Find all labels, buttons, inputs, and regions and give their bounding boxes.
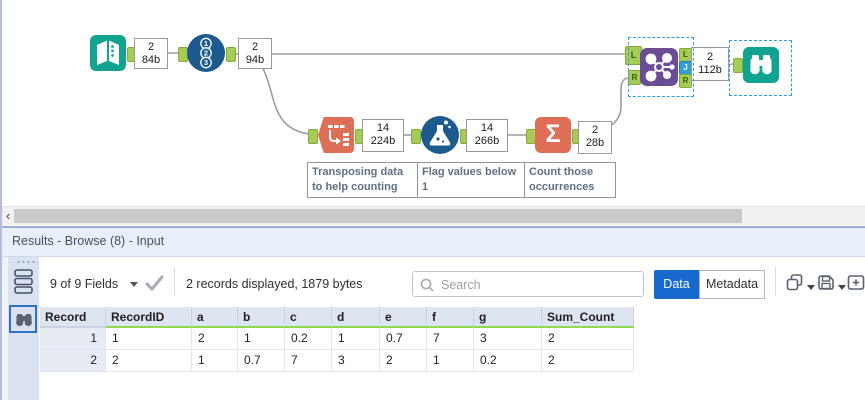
tool-input-data[interactable] [90, 35, 126, 71]
binoculars-icon [16, 314, 32, 327]
caption-formula[interactable]: Flag values below 1 [417, 162, 525, 198]
cell[interactable]: 2 [542, 328, 634, 350]
svg-text:3: 3 [204, 58, 208, 67]
save-dropdown-button[interactable] [816, 273, 846, 297]
annotation-input[interactable]: 2 84b [134, 38, 168, 69]
transpose-input-anchor[interactable] [308, 129, 318, 144]
scrollbar-left-arrow-icon[interactable]: ‹ [6, 208, 11, 223]
cell[interactable]: 7 [427, 328, 474, 350]
metadata-tab-button[interactable]: Metadata [699, 270, 765, 299]
annotation-transpose[interactable]: 14 224b [362, 119, 404, 152]
cell[interactable]: 2 [192, 328, 238, 350]
results-title: Results - Browse (8) - Input [12, 234, 165, 248]
summarize-sigma-icon: Σ [545, 120, 561, 148]
cell[interactable]: 2 [542, 350, 634, 372]
annotation-record-id[interactable]: 2 94b [238, 38, 272, 69]
column-header[interactable]: e [380, 307, 427, 328]
table-header-row: Record RecordID a b c d e f g Sum_Count [40, 307, 634, 328]
formula-input-anchor[interactable] [411, 129, 421, 144]
column-header[interactable]: f [427, 307, 474, 328]
table-row: 1 1 2 1 0.2 1 0.7 7 3 2 [40, 328, 634, 350]
tool-summarize[interactable]: Σ [535, 117, 571, 153]
column-header[interactable]: g [474, 307, 542, 328]
formula-flask-icon [429, 120, 451, 146]
browse-input-anchor[interactable] [733, 58, 743, 73]
search-icon [420, 278, 434, 292]
tool-formula[interactable] [421, 116, 459, 154]
results-sidebar [8, 257, 39, 400]
transpose-icon [328, 125, 349, 146]
cell[interactable]: 2 [380, 350, 427, 372]
new-window-icon [847, 275, 865, 290]
input-data-book-icon [97, 40, 119, 65]
column-header[interactable]: Sum_Count [542, 307, 634, 328]
caption-transpose[interactable]: Transposing data to help counting [307, 162, 419, 198]
results-table: Record RecordID a b c d e f g Sum_Count … [40, 307, 634, 372]
save-caret-icon [838, 285, 846, 291]
tool-browse[interactable] [743, 47, 779, 83]
cell[interactable]: 1 [192, 350, 238, 372]
cell[interactable]: 1 [106, 328, 192, 350]
table-view-icon[interactable] [14, 269, 34, 300]
annotation-join[interactable]: 2 112b [691, 47, 729, 81]
toolbar-separator-2 [775, 267, 776, 295]
profile-binoculars-button[interactable] [9, 305, 37, 333]
cell[interactable]: 3 [474, 328, 542, 350]
cell[interactable]: 7 [285, 350, 332, 372]
svg-text:2: 2 [204, 49, 208, 58]
fields-caret-icon [129, 282, 138, 288]
cell[interactable]: 2 [40, 350, 106, 372]
cell[interactable]: 1 [40, 328, 106, 350]
record-id-numbers-icon: 1 2 3 [200, 37, 212, 69]
canvas-horizontal-scrollbar[interactable]: ‹ [2, 206, 865, 225]
cell[interactable]: 2 [106, 350, 192, 372]
annotation-formula[interactable]: 14 266b [466, 119, 508, 152]
cell[interactable]: 0.2 [474, 350, 542, 372]
search-input[interactable] [439, 274, 638, 296]
join-molecule-icon [645, 53, 675, 82]
save-icon [818, 275, 834, 290]
fields-summary-dropdown[interactable]: 9 of 9 Fields [50, 277, 138, 291]
svg-text:1: 1 [204, 39, 208, 48]
cell[interactable]: 1 [332, 328, 380, 350]
caption-summarize[interactable]: Count those occurrences [524, 162, 616, 198]
sidebar-grip-handle[interactable] [16, 260, 38, 264]
table-row: 2 2 1 0.7 7 3 2 1 0.2 2 [40, 350, 634, 372]
tool-record-id[interactable]: 1 2 3 [187, 34, 225, 72]
cell[interactable]: 1 [427, 350, 474, 372]
browse-binoculars-icon [750, 55, 772, 75]
tool-join[interactable] [640, 48, 678, 86]
column-header[interactable]: b [238, 307, 285, 328]
results-title-bar: Results - Browse (8) - Input [2, 226, 865, 257]
data-tab-button[interactable]: Data [654, 270, 699, 299]
apply-checkmark-icon [145, 275, 164, 291]
cell[interactable]: 0.7 [380, 328, 427, 350]
join-output-right-anchor[interactable]: R [679, 74, 692, 88]
records-summary: 2 records displayed, 1879 bytes [186, 277, 363, 291]
new-window-dropdown-button[interactable] [846, 273, 865, 297]
copy-caret-icon [807, 285, 815, 291]
join-selection-box [628, 37, 694, 97]
column-header[interactable]: d [332, 307, 380, 328]
copy-dropdown-button[interactable] [785, 273, 815, 297]
scrollbar-thumb[interactable] [14, 209, 742, 223]
column-header[interactable]: c [285, 307, 332, 328]
cell[interactable]: 1 [238, 328, 285, 350]
tool-transpose[interactable] [318, 117, 354, 153]
column-header[interactable]: RecordID [106, 307, 192, 328]
column-header[interactable]: a [192, 307, 238, 328]
toolbar-separator [174, 267, 175, 295]
results-panel: 9 of 9 Fields 2 records displayed, 1879 … [2, 257, 865, 400]
cell[interactable]: 3 [332, 350, 380, 372]
column-header[interactable]: Record [40, 307, 106, 328]
workflow-canvas[interactable]: 2 84b 1 2 3 2 94b [2, 0, 865, 205]
annotation-summarize[interactable]: 2 28b [578, 121, 612, 154]
browse-selection-box [729, 40, 792, 96]
cell[interactable]: 0.2 [285, 328, 332, 350]
search-box[interactable] [412, 271, 644, 297]
copy-icon [786, 274, 803, 291]
recordid-output-anchor[interactable] [226, 47, 236, 62]
results-left-strip [2, 257, 8, 400]
cell[interactable]: 0.7 [238, 350, 285, 372]
